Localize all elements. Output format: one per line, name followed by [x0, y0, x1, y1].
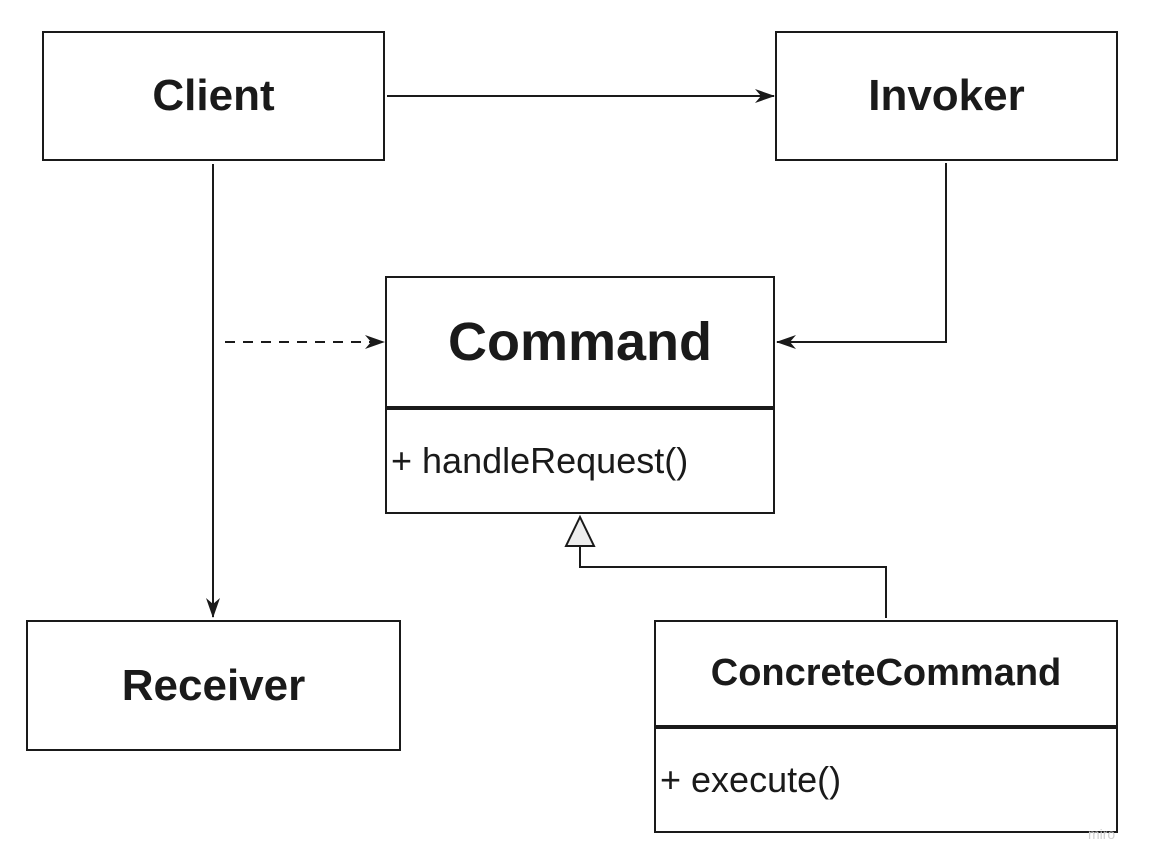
concrete-command-method-section: + execute() — [656, 729, 1116, 831]
receiver-class-box[interactable]: Receiver — [26, 620, 401, 751]
client-class-box[interactable]: Client — [42, 31, 385, 161]
invoker-class-box[interactable]: Invoker — [775, 31, 1118, 161]
concrete-command-to-command-generalization — [579, 546, 887, 618]
receiver-class-name: Receiver — [121, 660, 306, 710]
concrete-command-class-box[interactable]: ConcreteCommand + execute() — [654, 620, 1118, 833]
invoker-to-command-arrow — [776, 163, 947, 349]
concrete-command-section-divider — [656, 725, 1116, 729]
client-class-name: Client — [152, 71, 275, 120]
command-method-section: + handleRequest() — [387, 410, 773, 512]
concrete-command-method: + execute() — [660, 759, 842, 800]
generalization-triangle-icon — [564, 514, 596, 547]
command-name-section: Command — [387, 278, 773, 406]
miro-watermark: miro — [1088, 826, 1116, 842]
command-section-divider — [387, 406, 773, 410]
concrete-command-class-name: ConcreteCommand — [710, 652, 1062, 694]
command-class-name: Command — [447, 312, 712, 372]
command-class-box[interactable]: Command + handleRequest() — [385, 276, 775, 514]
invoker-class-name: Invoker — [868, 71, 1025, 120]
concrete-command-name-section: ConcreteCommand — [656, 622, 1116, 725]
command-method: + handleRequest() — [391, 440, 689, 481]
